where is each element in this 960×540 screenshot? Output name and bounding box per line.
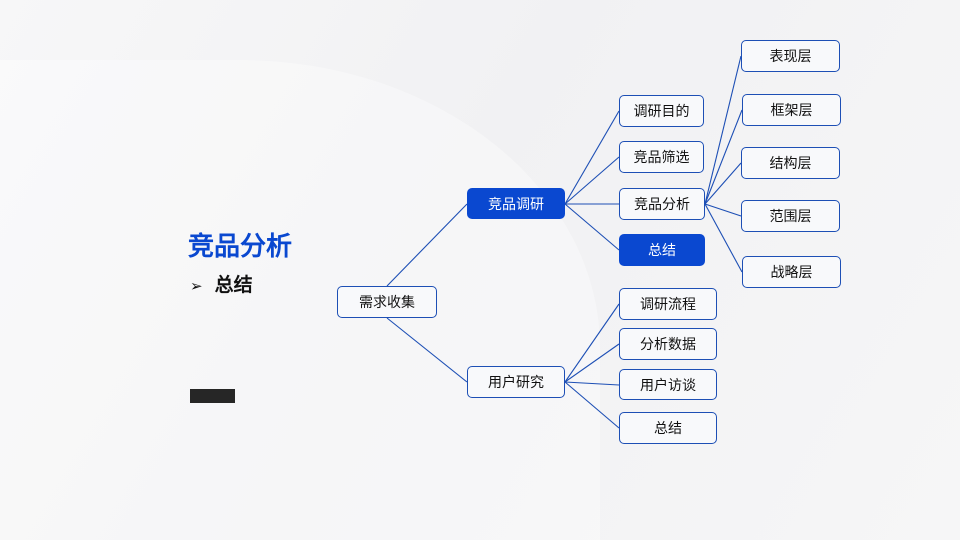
- connector: [564, 381, 620, 386]
- connector: [564, 343, 620, 383]
- node-user-research[interactable]: 用户研究: [467, 366, 565, 398]
- node-summary[interactable]: 总结: [619, 412, 717, 444]
- node-scope-layer[interactable]: 范围层: [741, 200, 840, 232]
- connector: [564, 203, 620, 251]
- node-skeleton-layer[interactable]: 框架层: [742, 94, 841, 126]
- page-title: 竞品分析: [188, 232, 293, 262]
- connector: [564, 381, 620, 429]
- connector: [386, 203, 468, 287]
- section-subtitle: ➢ 总结: [190, 270, 253, 297]
- node-research-process[interactable]: 调研流程: [619, 288, 717, 320]
- connector: [564, 156, 620, 205]
- connector: [386, 317, 468, 383]
- connector: [704, 109, 743, 205]
- node-analyze-data[interactable]: 分析数据: [619, 328, 717, 360]
- node-root[interactable]: 需求收集: [337, 286, 437, 318]
- node-strategy-layer[interactable]: 战略层: [742, 256, 841, 288]
- connector: [704, 203, 743, 273]
- connector: [704, 203, 742, 217]
- node-competitor-selection[interactable]: 竞品筛选: [619, 141, 704, 173]
- decorative-bar: [190, 389, 235, 403]
- node-research-goal[interactable]: 调研目的: [619, 95, 704, 127]
- node-structure-layer[interactable]: 结构层: [741, 147, 840, 179]
- subtitle-text: 总结: [214, 274, 253, 296]
- node-summary-highlighted[interactable]: 总结: [619, 234, 705, 266]
- connector: [564, 110, 620, 205]
- node-user-interview[interactable]: 用户访谈: [619, 369, 717, 400]
- node-competitor-research[interactable]: 竞品调研: [467, 188, 565, 219]
- connector: [564, 303, 620, 383]
- connector: [704, 162, 742, 205]
- node-surface-layer[interactable]: 表现层: [741, 40, 840, 72]
- bullet-arrow-icon: ➢: [190, 277, 203, 295]
- connector: [704, 55, 742, 205]
- node-competitor-analysis[interactable]: 竞品分析: [619, 188, 705, 220]
